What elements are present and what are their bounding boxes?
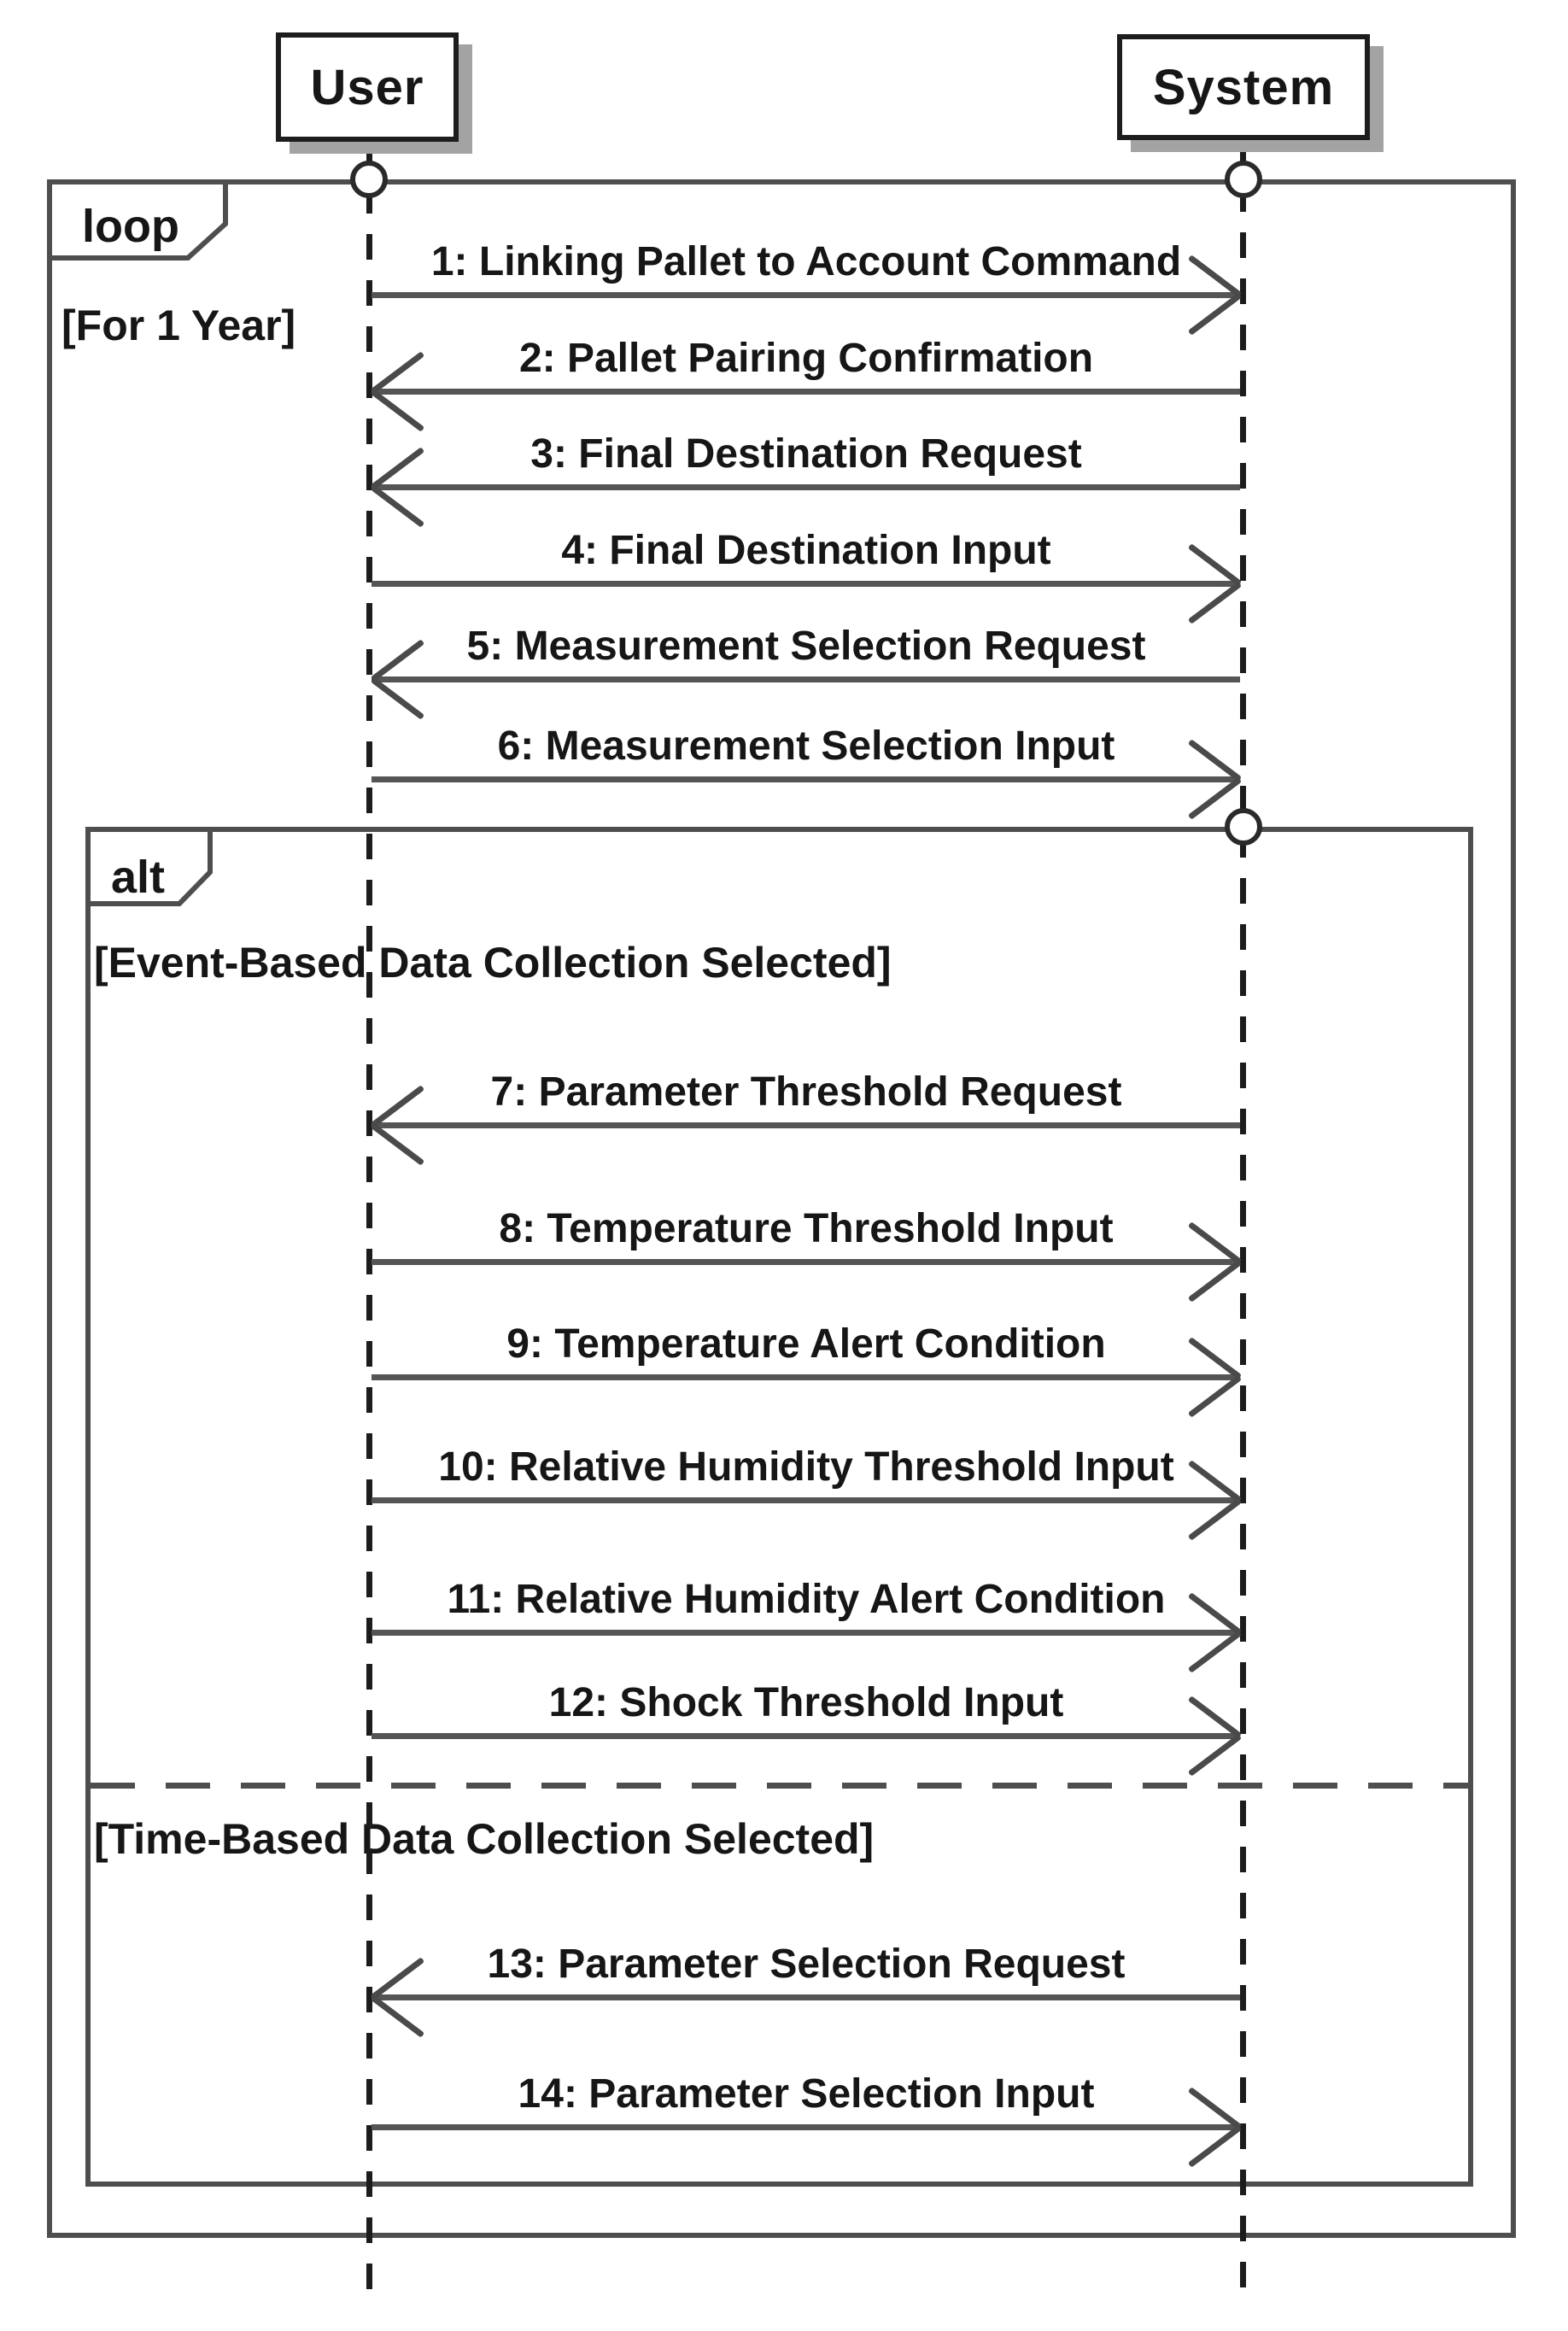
message-arrow-right [372, 2124, 1240, 2130]
message-label: 11: Relative Humidity Alert Condition [447, 1577, 1166, 1622]
alt-region-divider [91, 1783, 1468, 1789]
lifeline-user-label: User [310, 59, 424, 115]
alt-guard-event-label: [Event-Based Data Collection Selected] [94, 939, 892, 987]
message-arrow-right [372, 1733, 1240, 1739]
message-label: 7: Parameter Threshold Request [490, 1069, 1122, 1115]
alt-fragment-tab [85, 827, 213, 906]
loop-operator-label: loop [82, 201, 179, 252]
message-arrow-left [372, 389, 1240, 395]
message-arrow-right [372, 292, 1240, 298]
message-label: 10: Relative Humidity Threshold Input [438, 1444, 1174, 1490]
message-label: 8: Temperature Threshold Input [499, 1206, 1114, 1251]
message-label: 14: Parameter Selection Input [518, 2071, 1095, 2117]
anchor-circle-system-alt [1225, 808, 1262, 846]
lifeline-user [366, 142, 372, 2306]
message-arrow-left [372, 1994, 1240, 2000]
lifeline-head-system: System [1117, 34, 1370, 140]
anchor-circle-user-loop [350, 161, 388, 198]
anchor-circle-system-loop [1225, 161, 1262, 198]
message-label: 13: Parameter Selection Request [487, 1942, 1126, 1987]
lifeline-head-user: User [276, 32, 459, 142]
loop-fragment-frame [47, 179, 1516, 2238]
message-arrow-right [372, 776, 1240, 782]
message-arrow-left [372, 1122, 1240, 1128]
message-arrow-right [372, 1630, 1240, 1636]
message-arrow-right [372, 1259, 1240, 1265]
message-label: 6: Measurement Selection Input [497, 723, 1115, 769]
alt-operator-label: alt [111, 852, 166, 903]
message-label: 1: Linking Pallet to Account Command [430, 239, 1182, 284]
message-arrow-right [372, 1374, 1240, 1380]
message-label: 12: Shock Threshold Input [548, 1680, 1064, 1725]
lifeline-system-label: System [1152, 59, 1335, 115]
message-label: 3: Final Destination Request [530, 431, 1082, 477]
message-arrow-left [372, 676, 1240, 682]
message-label: 5: Measurement Selection Request [466, 624, 1146, 669]
alt-fragment-frame [85, 827, 1473, 2187]
message-label: 9: Temperature Alert Condition [506, 1321, 1106, 1367]
lifeline-system [1240, 140, 1246, 2306]
loop-fragment-tab [47, 179, 228, 261]
message-label: 2: Pallet Pairing Confirmation [518, 336, 1094, 381]
loop-guard-label: [For 1 Year] [61, 302, 296, 349]
message-arrow-left [372, 484, 1240, 490]
message-arrow-right [372, 1497, 1240, 1503]
message-label: 4: Final Destination Input [561, 528, 1051, 573]
alt-guard-time-label: [Time-Based Data Collection Selected] [94, 1815, 875, 1863]
message-arrow-right [372, 581, 1240, 587]
